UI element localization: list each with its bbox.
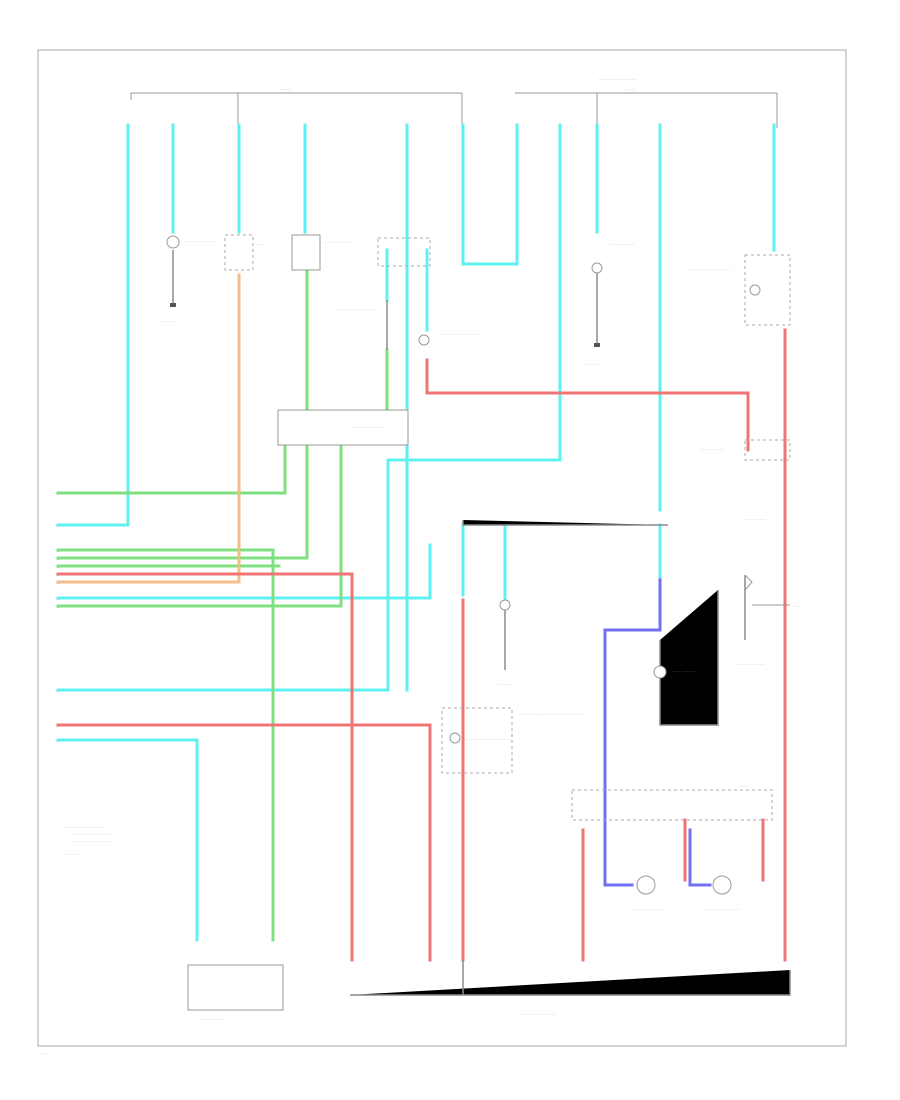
svg-text:.... ........ ........ .......: .... ........ ........ ........: [185, 239, 215, 243]
transmission-control-module: ............ ............ ............ .…: [441, 707, 582, 774]
data-link-connector: .... ...........: [497, 599, 513, 686]
ground-mid: .... ........: [585, 343, 600, 366]
combination-meter: ........ ........ ........ ........: [277, 409, 409, 446]
svg-text:........ ........ ........ ...: ........ ........ ........ ........ ....…: [70, 839, 113, 843]
green-wires: [56, 268, 389, 942]
svg-text:....: ....: [55, 491, 59, 496]
fuse-right-label: .... ........ ........: [745, 517, 766, 521]
svg-text:....: ....: [55, 723, 59, 728]
red-wires: [56, 328, 787, 962]
svg-text:............ ............ ....: ............ ............ ............ .…: [520, 712, 582, 716]
trans-range-switch: .... ........ ........ ........ ........…: [335, 237, 479, 346]
svg-text:....: ....: [55, 604, 59, 609]
svg-text:...... ........ ........ ....: ...... ........ ........ ....: [324, 240, 352, 244]
junction-connector-right: ...... ........ ........: [700, 439, 791, 461]
svg-text:........ ........: ........ ........: [62, 852, 79, 856]
rear-lamp-bus: ..........: [571, 784, 773, 821]
svg-text:....: ....: [55, 580, 59, 585]
svg-text:........: ........: [794, 604, 802, 608]
svg-text:.... ........: .... ........: [585, 362, 598, 366]
svg-text:........ ........ ........: ........ ........ ........: [672, 669, 697, 673]
shift-lock-solenoid: ........ ........ ........: [653, 665, 697, 679]
cruise-indicator-lamp: .... ........ ........ ........: [166, 235, 215, 249]
junction-box: ........ ........ ........: [187, 964, 284, 1021]
left-rear-lamp: ........ ........ ........ ........: [630, 875, 664, 911]
svg-text:....: ....: [55, 523, 59, 528]
svg-text:........ ........ ........ ...: ........ ........ ........ ........ ....…: [70, 832, 113, 836]
svg-text:....: ....: [55, 556, 59, 561]
blue-wires: [603, 578, 712, 887]
diagram-frame: [37, 49, 847, 1047]
signal-wires: [172, 250, 791, 996]
figure-id: ........: [42, 1051, 50, 1055]
svg-text:....: ....: [55, 688, 59, 693]
cyan-wires: [56, 123, 776, 942]
svg-text:.... ...........: .... ...........: [497, 682, 513, 686]
right-rear-lamp: ........ ........ ........ ........: [706, 875, 740, 911]
svg-text:...... ........ ........: ...... ........ ........: [700, 447, 723, 451]
bus-label-top-right-1: ........................................: [598, 77, 637, 81]
engine-control-module: ........ ........ ........ ........ ....…: [688, 254, 791, 326]
svg-text:....: ....: [55, 596, 59, 601]
svg-text:.. ........ ........ ........: .. ........ ........ ........ ........ .…: [465, 737, 511, 741]
svg-text:....: ....: [55, 564, 59, 569]
legend: ...... ........ ........ ........ ......…: [62, 825, 113, 856]
left-pin-labels: .... .... .... .... .... .... .... .... …: [55, 491, 59, 743]
overdrive-switch: ........ ........ ........: [591, 242, 635, 274]
svg-text:........ ........ ........ ...: ........ ........ ........ ........: [706, 907, 740, 911]
svg-text:.... ........ ........ .......: .... ........ ........ ........ ........: [440, 332, 479, 336]
svg-text:....: ....: [55, 572, 59, 577]
svg-text:.... ........ ........ .......: .... ........ ........ ........: [735, 662, 765, 666]
bus-label-top-left: ............: [280, 87, 292, 91]
svg-text:..........: ..........: [738, 784, 748, 788]
cruise-control-unit: ...... ........ ........ ....: [291, 234, 352, 271]
svg-text:.. ........ ........ ........: .. ........ ........ ........ ........: [520, 1012, 557, 1016]
ground-left: .... ..........: [160, 303, 176, 323]
svg-text:...... ........ ........ .....: ...... ........ ........ ........ ......…: [62, 825, 103, 829]
stop-lamp-switch: ........ .... ........ ........ ........: [735, 574, 802, 666]
bus-label-top-right-2: ..........: [626, 87, 636, 91]
svg-text:........ ........ ........: ........ ........ ........: [610, 242, 635, 246]
svg-text:........ ........ ........ ...: ........ ........ ........ ........: [630, 907, 664, 911]
svg-text:........ ........ ........ ...: ........ ........ ........ ........ ....…: [688, 267, 731, 271]
svg-text:.... ........ ........ .......: .... ........ ........ ........ ........: [335, 307, 374, 311]
brake-lamp-switch: .... ....: [224, 234, 265, 271]
svg-text:........ ........ ........ ...: ........ ........ ........ ........: [350, 425, 384, 429]
svg-text:....: ....: [55, 738, 59, 743]
svg-text:.... ....: .... ....: [256, 242, 265, 246]
main-harness-connector: .. ........ ........ ........ ........: [520, 1012, 557, 1016]
svg-text:........ ........ ........: ........ ........ ........: [200, 1017, 225, 1021]
orange-wire: [56, 273, 241, 584]
svg-text:.... ..........: .... ..........: [160, 319, 175, 323]
svg-text:....: ....: [55, 548, 59, 553]
